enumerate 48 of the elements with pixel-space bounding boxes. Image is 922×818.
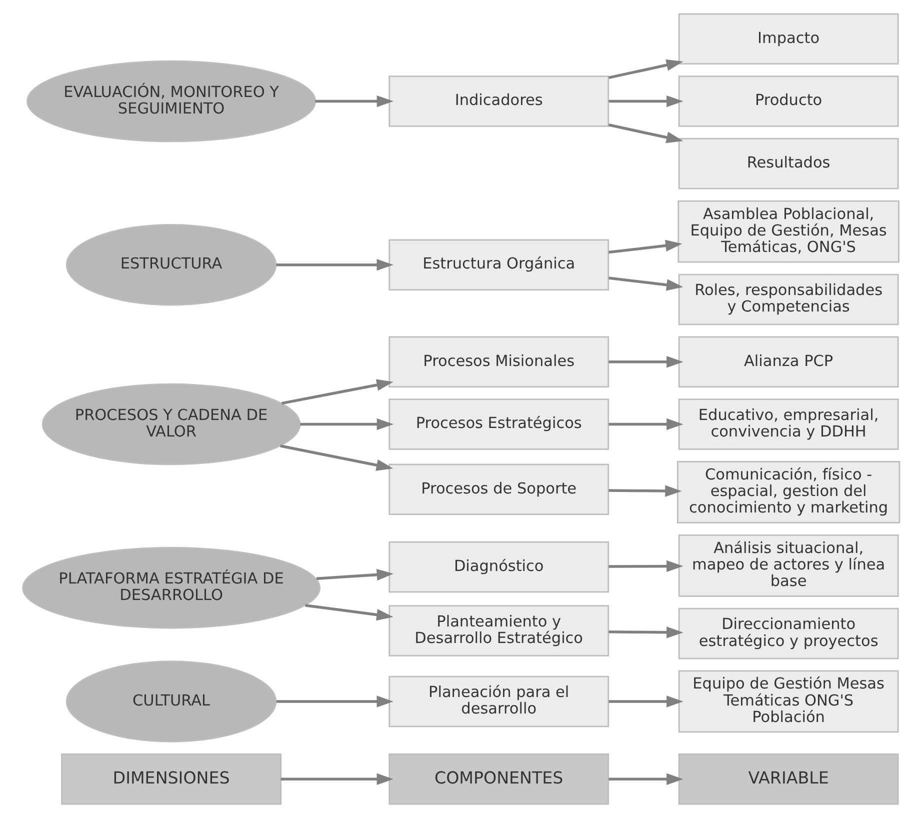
arrow xyxy=(316,568,394,581)
arrow xyxy=(608,626,684,638)
node-box: Asamblea Poblacional, Equipo de Gestión, Mesas Temáticas, ONG'S xyxy=(678,200,900,263)
node-ellipse: PLATAFORMA ESTRATÉGIA DE DESARROLLO xyxy=(22,546,320,629)
node-box: Producto xyxy=(678,76,899,127)
node-box: Impacto xyxy=(678,13,899,65)
node-box: Direccionamiento estratégico y proyectos xyxy=(678,608,899,660)
node-ellipse: ESTRUCTURA xyxy=(66,224,277,306)
arrow xyxy=(608,124,684,144)
arrow xyxy=(608,418,684,430)
node-ellipse: EVALUACIÓN, MONITOREO Y SEGUIMIENTO xyxy=(26,60,316,142)
arrow xyxy=(276,259,394,271)
node-box: Equipo de Gestión Mesas Temáticas ONG'S Población xyxy=(678,670,899,733)
node-box: DIMENSIONES xyxy=(61,753,282,805)
node-box: Procesos Estratégicos xyxy=(388,398,610,450)
node-box: Procesos Misionales xyxy=(388,336,610,388)
arrow xyxy=(608,240,682,254)
node-ellipse: CULTURAL xyxy=(66,660,277,742)
arrow xyxy=(280,773,394,785)
arrow xyxy=(276,696,394,708)
node-box: Alianza PCP xyxy=(678,336,899,388)
arrow xyxy=(608,560,684,572)
arrow xyxy=(608,95,684,108)
node-box: Estructura Orgánica xyxy=(388,239,610,290)
node-box: VARIABLE xyxy=(678,753,899,805)
arrow xyxy=(608,276,684,291)
node-box: Planteamiento y Desarrollo Estratégico xyxy=(388,605,610,656)
arrow xyxy=(280,444,394,471)
node-box: Diagnóstico xyxy=(388,541,610,593)
node-box: Resultados xyxy=(678,138,899,190)
arrow xyxy=(608,356,684,368)
node-box: Planeación para el desarrollo xyxy=(388,676,610,728)
arrow xyxy=(608,696,684,708)
arrow xyxy=(608,59,684,80)
node-box: Comunicación, físico - espacial, gestion del conocimiento y marketing xyxy=(676,460,900,524)
node-box: Procesos de Soporte xyxy=(388,464,610,516)
arrow xyxy=(608,773,684,785)
arrow xyxy=(281,379,394,405)
node-box: Educativo, empresarial, convivencia y DDHH xyxy=(678,398,899,450)
node-box: COMPONENTES xyxy=(388,753,610,805)
arrow xyxy=(315,95,394,108)
node-ellipse: PROCESOS Y CADENA DE VALOR xyxy=(42,383,301,466)
arrow xyxy=(305,604,394,621)
node-box: Análisis situacional, mapeo de actores y línea base xyxy=(678,534,899,597)
arrow xyxy=(608,485,682,497)
node-box: Roles, responsabilidades y Competencias xyxy=(678,274,899,326)
node-box: Indicadores xyxy=(388,76,610,127)
arrow xyxy=(300,418,394,430)
